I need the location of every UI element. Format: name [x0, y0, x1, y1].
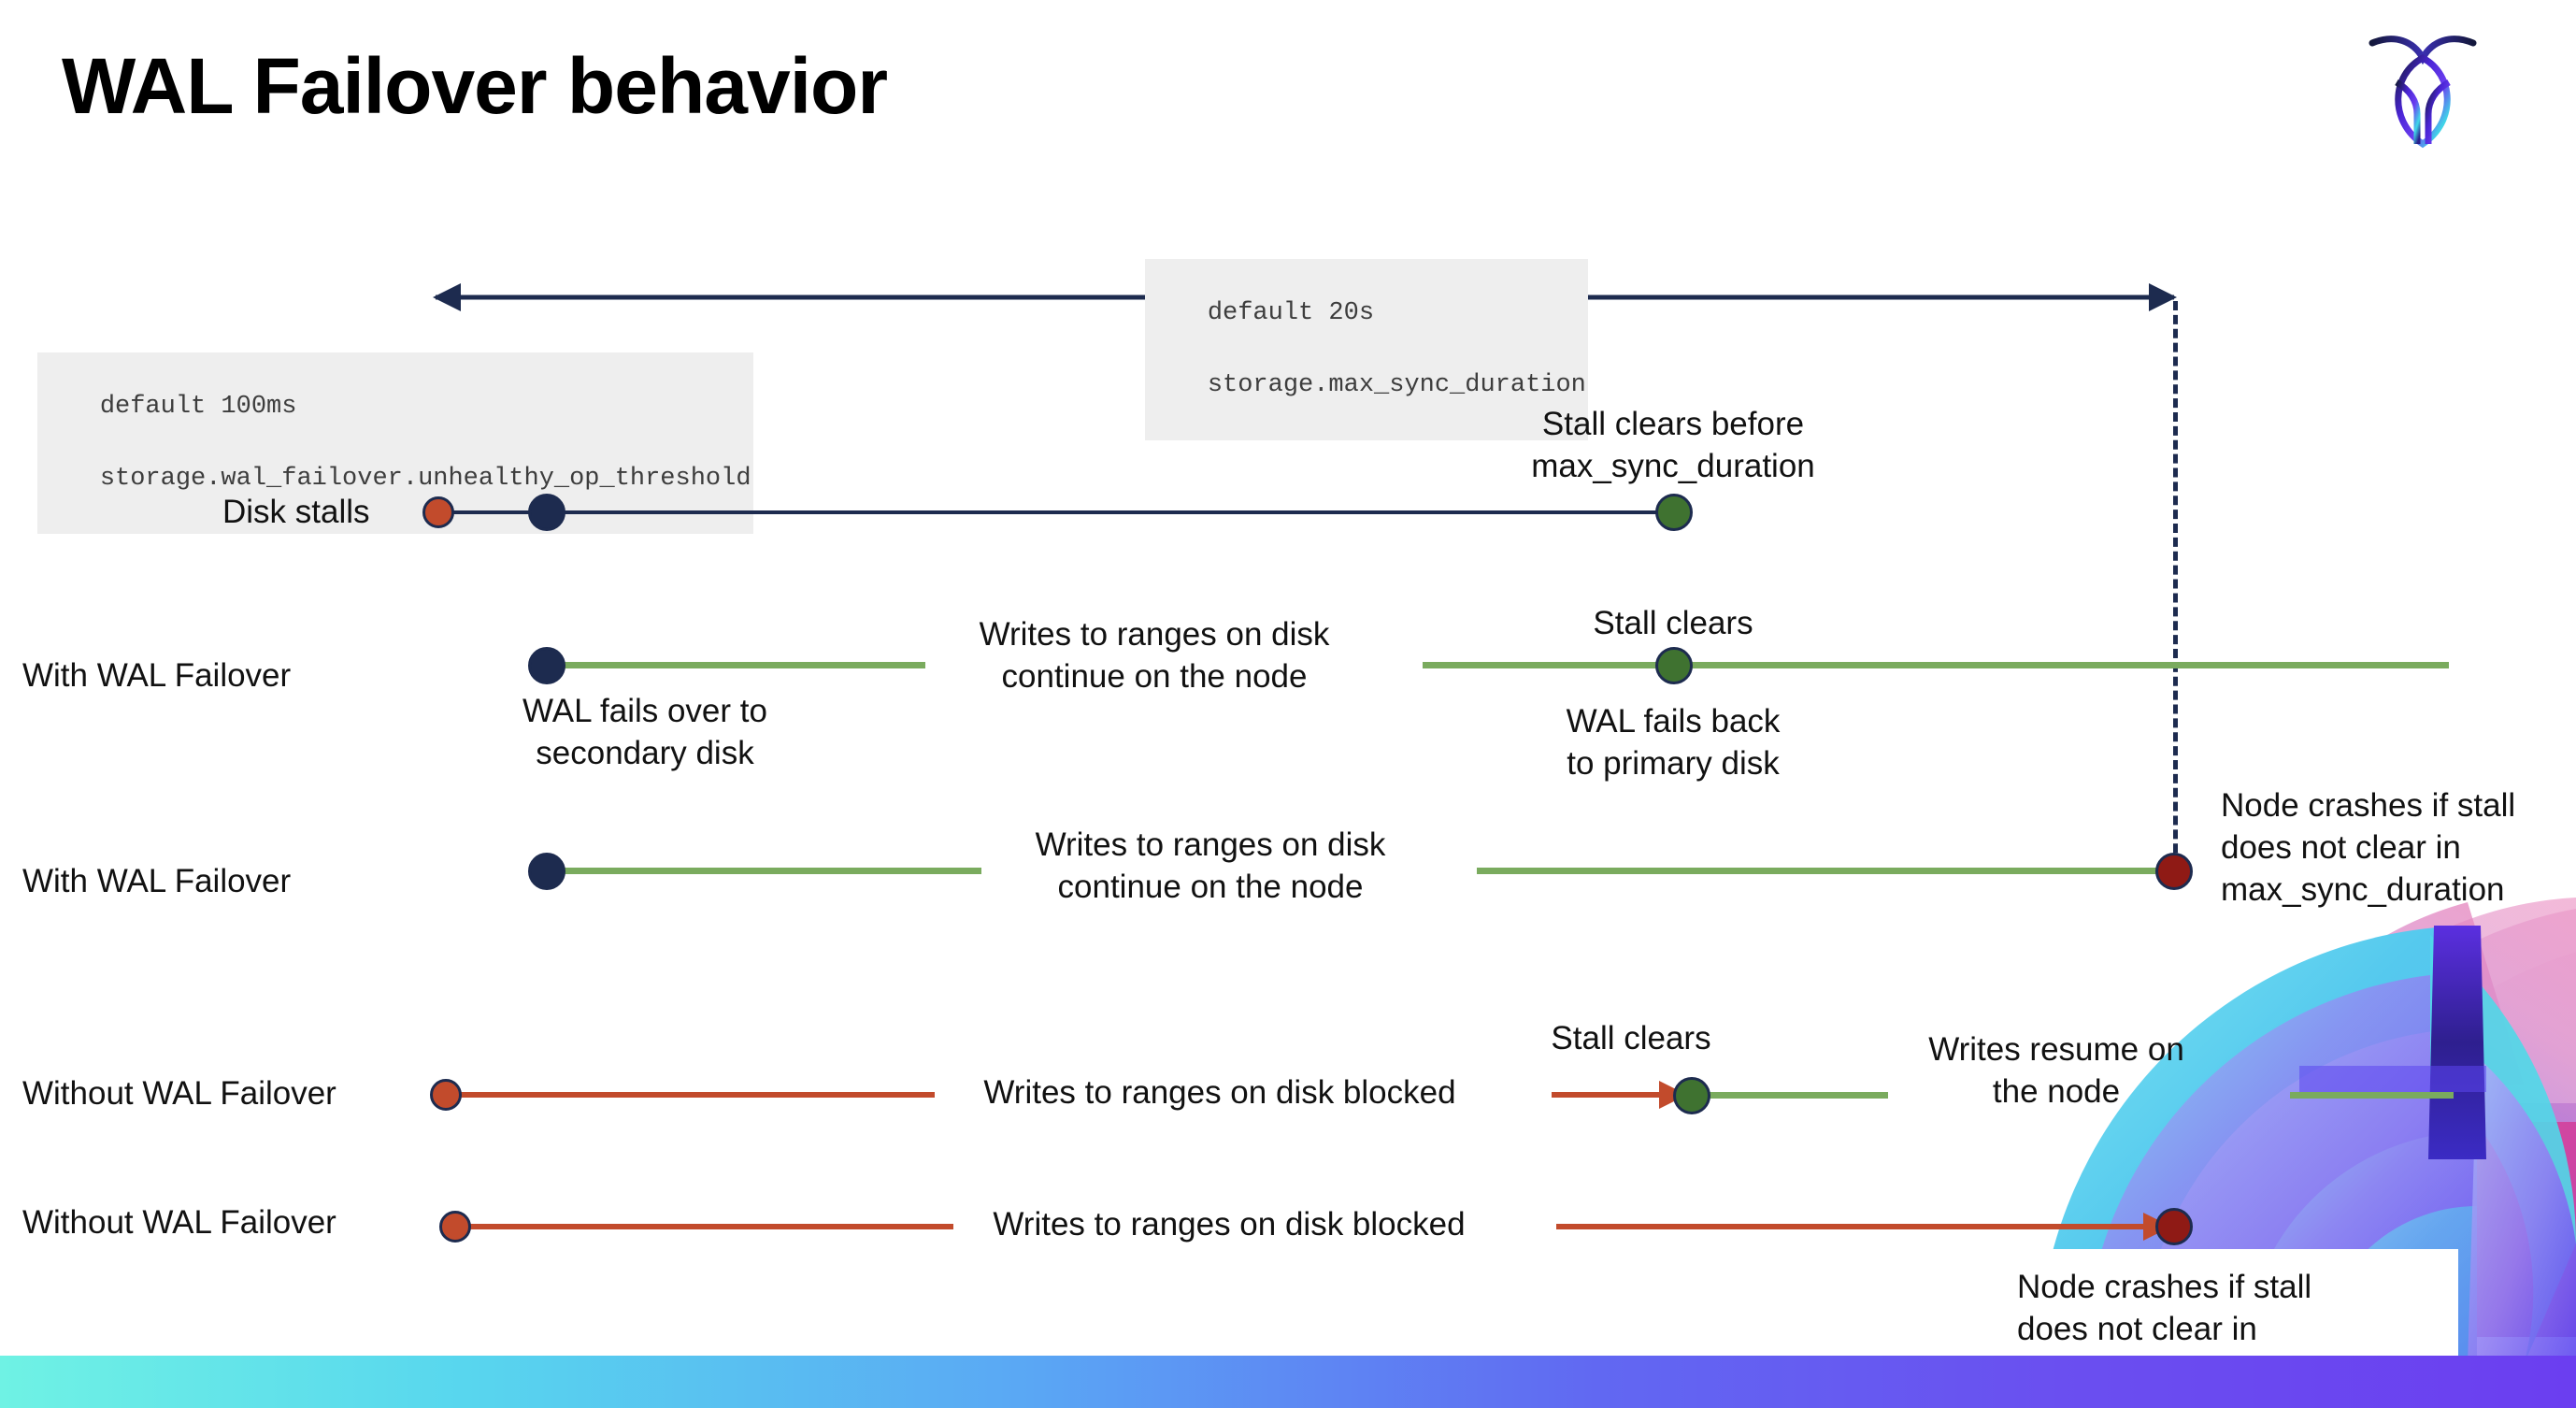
cockroach-logo-icon	[2363, 21, 2483, 151]
note-writes-resume: Writes resume on the node	[1928, 1031, 2184, 1110]
disk-stalls-timeline	[439, 510, 1673, 514]
wof-clears-red-segment	[449, 1092, 935, 1098]
note-stall-clears-before-max-sync: Stall clears before max_sync_duration	[1531, 406, 1815, 484]
row-label-with-wal-failover-clears: With WAL Failover	[22, 657, 292, 694]
note-writes-continue-crash: Writes to ranges on disk continue on the…	[1035, 826, 1386, 905]
wof-crash-red-segment	[458, 1224, 953, 1229]
wf-crash-green-segment-1	[542, 868, 981, 874]
max-sync-default: default 20s	[1207, 299, 1375, 328]
wf-crash-node-crash-dot	[2155, 853, 2193, 890]
note-writes-blocked-row4: Writes to ranges on disk blocked	[983, 1074, 1456, 1111]
wof-crash-node-crash-dot	[2155, 1208, 2193, 1245]
page-title: WAL Failover behavior	[62, 42, 888, 130]
unhealthy-op-threshold-chip: default 100ms storage.wal_failover.unhea…	[37, 352, 753, 534]
note-writes-blocked-row5: Writes to ranges on disk blocked	[993, 1206, 1466, 1243]
note-stall-clears-row4: Stall clears	[1551, 1020, 1711, 1056]
note-writes-continue-clears: Writes to ranges on disk continue on the…	[979, 616, 1330, 695]
disk-stall-failover-dot	[528, 494, 565, 531]
note-stall-clears-row2: Stall clears	[1593, 605, 1753, 641]
note-wal-fails-over: WAL fails over to secondary disk	[522, 693, 767, 771]
note-wal-fails-back: WAL fails back to primary disk	[1566, 703, 1781, 782]
disk-stall-clear-dot	[1655, 494, 1693, 531]
wof-clears-stall-clear-dot	[1673, 1077, 1710, 1114]
wof-clears-start-dot	[430, 1079, 462, 1111]
row-label-without-wal-failover-clears: Without WAL Failover	[22, 1075, 336, 1112]
row-label-with-wal-failover-crash: With WAL Failover	[22, 863, 292, 899]
bottom-gradient-bar	[0, 1356, 2576, 1408]
wof-clears-green-segment-2	[2290, 1092, 2454, 1099]
wof-crash-start-dot	[439, 1211, 471, 1243]
wf-clears-stall-clear-dot	[1655, 647, 1693, 684]
max-sync-deadline-dashed-line	[2173, 301, 2178, 881]
wf-crash-failover-dot	[528, 853, 565, 890]
wof-clears-green-segment-1	[1701, 1092, 1888, 1099]
note-node-crashes-row3: Node crashes if stall does not clear in …	[2221, 787, 2516, 908]
row-label-disk-stalls: Disk stalls	[222, 494, 370, 530]
wf-clears-green-segment-2	[1423, 662, 2449, 668]
wf-crash-green-segment-2	[1477, 868, 2168, 874]
max-sync-name: storage.max_sync_duration	[1207, 370, 1586, 399]
unhealthy-op-name: storage.wal_failover.unhealthy_op_thresh…	[99, 464, 751, 493]
max-sync-duration-chip: default 20s storage.max_sync_duration	[1145, 259, 1588, 440]
wf-clears-green-segment-1	[542, 662, 925, 668]
row-label-without-wal-failover-crash: Without WAL Failover	[22, 1204, 336, 1241]
wf-clears-failover-dot	[528, 647, 565, 684]
disk-stall-start-dot	[422, 496, 454, 528]
unhealthy-op-default: default 100ms	[99, 393, 297, 422]
